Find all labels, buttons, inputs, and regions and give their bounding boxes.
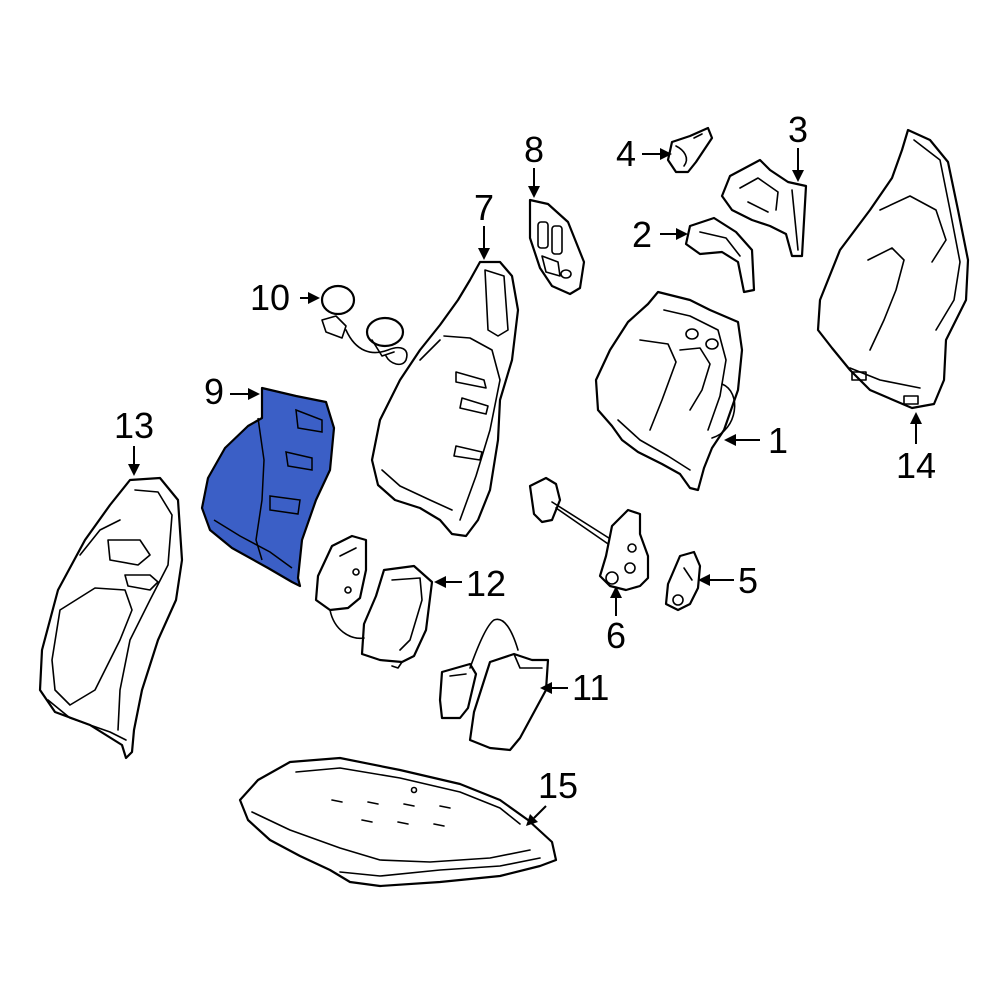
callout-1: 1: [768, 420, 788, 461]
part-5-latch: [664, 550, 702, 612]
callout-7: 7: [474, 187, 494, 228]
callout-10: 10: [250, 277, 290, 318]
callout-11: 11: [572, 667, 609, 708]
part-9-highlighted-pad: [200, 386, 336, 588]
part-7-seat-back-cushion: [370, 260, 520, 538]
callout-13: 13: [114, 405, 154, 446]
callout-12: 12: [466, 563, 506, 604]
callout-arrows: [128, 148, 922, 826]
part-11-heater-pads: [438, 618, 550, 752]
callout-3: 3: [788, 109, 808, 150]
callout-2: 2: [632, 214, 652, 255]
callout-6: 6: [606, 615, 626, 656]
callout-labels: 1 2 3 4 5 6 7 8 9 10 11 12 13 14 15: [114, 109, 936, 806]
part-6-adjuster-link: [528, 476, 650, 592]
part-2-trim-piece: [684, 216, 756, 294]
callout-15: 15: [538, 765, 578, 806]
part-15-seat-cushion: [238, 756, 558, 888]
part-12-lumbar-module: [314, 534, 434, 669]
part-10-sensor-module: [320, 284, 408, 366]
part-4-bracket: [666, 126, 714, 174]
callout-4: 4: [616, 133, 636, 174]
part-13-seat-back-cover: [38, 476, 184, 760]
part-8-switch-panel: [528, 198, 586, 296]
callout-5: 5: [738, 560, 758, 601]
callout-8: 8: [524, 129, 544, 170]
part-3-side-trim: [720, 158, 808, 258]
callout-14: 14: [896, 445, 936, 486]
callout-9: 9: [204, 371, 224, 412]
part-14-seat-back-shell: [816, 128, 970, 410]
part-1-seat-back-frame: [594, 290, 744, 492]
